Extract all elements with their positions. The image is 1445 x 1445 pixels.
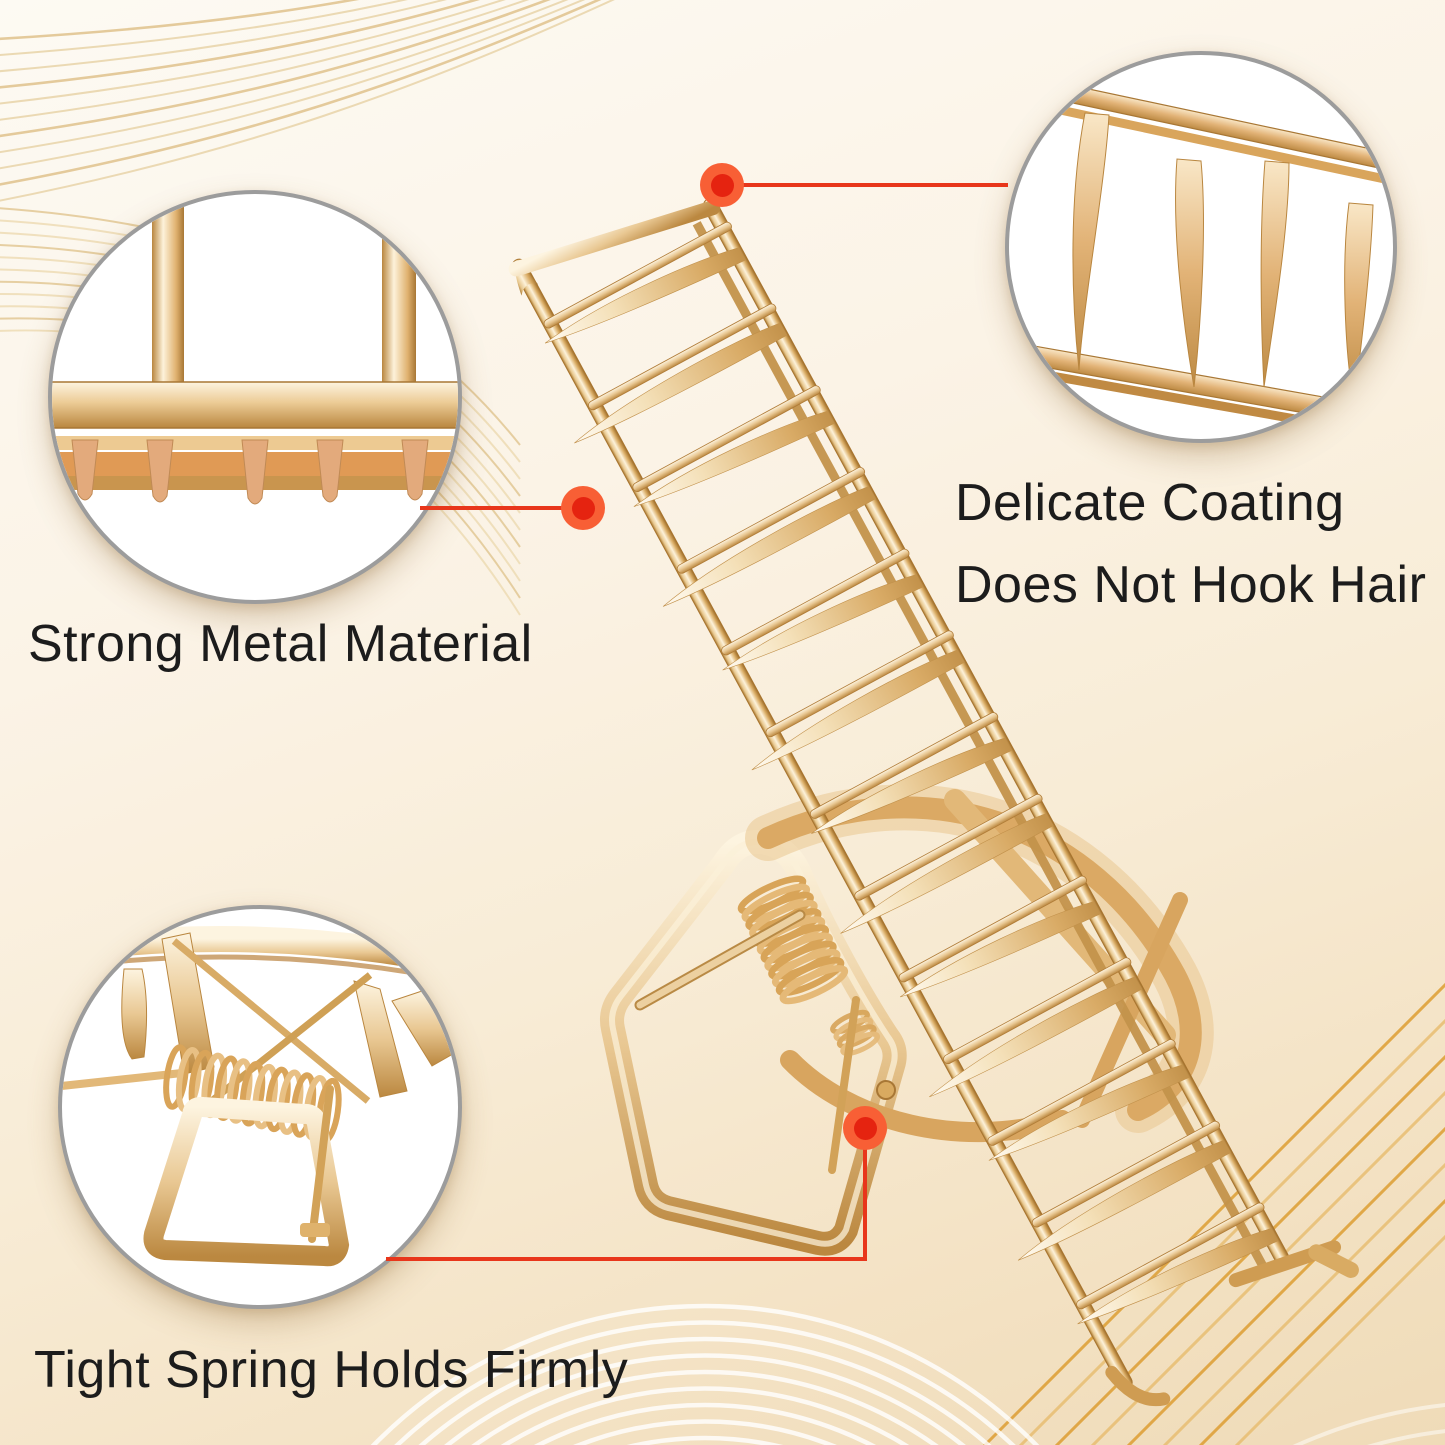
gold-corner-rays-decor: [982, 982, 1445, 1445]
frame-bar-left: [152, 194, 184, 394]
leader-line-metal: [420, 506, 583, 510]
label-strong-metal-material: Strong Metal Material: [28, 615, 533, 673]
label-delicate-coating: Delicate Coating Does Not Hook Hair: [955, 462, 1426, 626]
leader-line-spring-vertical: [863, 1128, 867, 1261]
right-arm: [391, 990, 458, 1067]
leader-dot-coating: [700, 163, 744, 207]
spring-mechanism-closeup: [62, 926, 458, 1267]
top-crossbar: [508, 200, 721, 277]
ladder-jaw: [508, 198, 1359, 1407]
main-rail: [52, 381, 458, 429]
leader-line-coating: [722, 183, 1008, 187]
rail-bottom-tip: [1105, 1365, 1171, 1407]
claw-prongs: [1072, 112, 1374, 403]
leader-dot-metal: [561, 486, 605, 530]
pin-rod: [308, 1085, 334, 1243]
foot-stub: [1308, 1244, 1359, 1278]
metal-teeth: [71, 439, 429, 505]
cross-rod-1: [171, 938, 371, 1104]
pin-clamp: [300, 1223, 330, 1237]
coating-claws-closeup: [1009, 69, 1393, 439]
label-tight-spring: Tight Spring Holds Firmly: [34, 1341, 629, 1399]
metal-teeth-closeup: [52, 194, 458, 505]
screw-detail: [876, 1080, 896, 1100]
label-delicate-line2: Does Not Hook Hair: [955, 556, 1427, 614]
spring-pin-rod: [828, 996, 860, 1174]
callout-circle-metal-material: [48, 190, 462, 604]
arm-right: [353, 980, 408, 1098]
callout-circle-delicate-coating: [1005, 51, 1397, 443]
axle-rod: [62, 1069, 186, 1090]
label-delicate-line1: Delicate Coating: [955, 474, 1345, 532]
ladder-rungs: [543, 221, 1279, 1325]
leader-line-spring-horizontal: [386, 1257, 867, 1261]
leader-dot-spring: [843, 1106, 887, 1150]
spring-coil: [634, 875, 896, 1174]
white-arc-decor: [370, 1303, 1445, 1445]
loop-frame: [143, 1096, 350, 1267]
callout-circle-tight-spring: [58, 905, 462, 1309]
left-prong: [121, 968, 148, 1060]
